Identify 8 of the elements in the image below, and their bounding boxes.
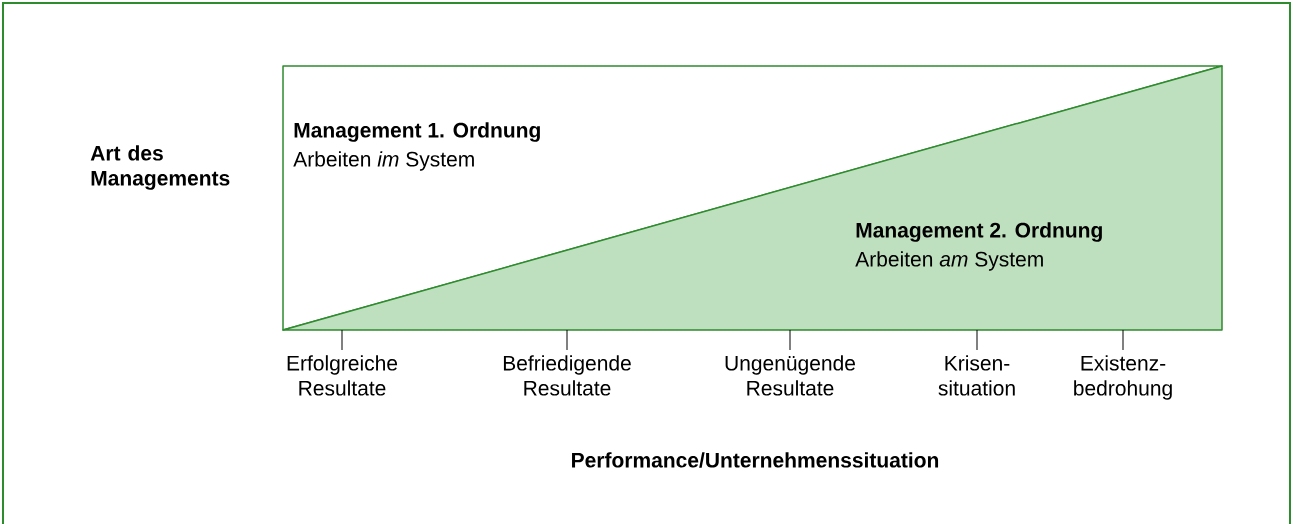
tick-label: Krisen- situation: [938, 355, 1015, 396]
tick-label: Ungenügende Resultate: [725, 355, 855, 396]
axis-title: Performance/Unternehmenssituation: [572, 452, 939, 468]
axis-title: Art des Managements: [90, 145, 230, 190]
tick-label: Existenz- bedrohung: [1074, 355, 1172, 400]
tick-label: Befriedigende Resultate: [503, 355, 631, 396]
tick-label: Erfolgreiche Resultate: [287, 355, 398, 396]
shaded-triangle-region: Management 2. Ordnung Arbeiten am System: [855, 222, 1102, 271]
